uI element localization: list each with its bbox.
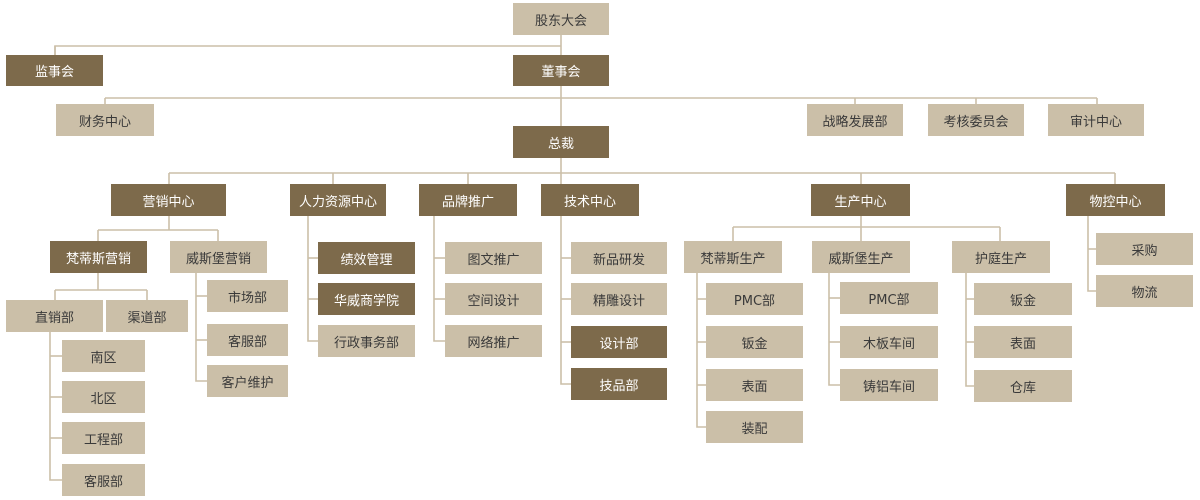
node-wood-workshop: 木板车间	[840, 326, 938, 358]
node-sheet-metal-huting: 钣金	[974, 283, 1072, 315]
node-space-design: 空间设计	[445, 283, 542, 315]
node-technique-dept: 技品部	[571, 368, 667, 400]
node-assessment: 考核委员会	[928, 104, 1024, 136]
node-customer-service-direct: 客服部	[62, 464, 145, 496]
node-south-region: 南区	[62, 340, 145, 372]
node-graphic-promo: 图文推广	[445, 242, 542, 274]
node-pmc-fandisi: PMC部	[706, 283, 803, 315]
node-ceo: 总裁	[513, 126, 609, 158]
node-weisibao-marketing: 威斯堡营销	[170, 241, 267, 273]
node-cast-aluminum-workshop: 铸铝车间	[840, 369, 938, 401]
node-new-product: 新品研发	[571, 242, 667, 274]
node-logistics-center: 物控中心	[1066, 184, 1165, 216]
node-board: 董事会	[513, 55, 609, 86]
node-customer-service-weisibao: 客服部	[207, 324, 288, 356]
node-online-promo: 网络推广	[445, 325, 542, 357]
node-tech-center: 技术中心	[541, 184, 639, 216]
node-channel: 渠道部	[106, 300, 188, 332]
node-huting-production: 护庭生产	[952, 241, 1050, 273]
node-warehouse: 仓库	[974, 370, 1072, 402]
node-shareholders: 股东大会	[513, 3, 609, 35]
node-fandisi-marketing: 梵蒂斯营销	[50, 241, 147, 273]
node-fandisi-production: 梵蒂斯生产	[684, 241, 782, 273]
node-performance: 绩效管理	[318, 242, 415, 274]
node-logistics-flow: 物流	[1096, 275, 1193, 307]
node-supervisors: 监事会	[6, 55, 103, 86]
node-engineering: 工程部	[62, 422, 145, 454]
node-marketing-center: 营销中心	[111, 184, 226, 216]
node-hr-center: 人力资源中心	[290, 184, 386, 216]
node-carving-design: 精雕设计	[571, 283, 667, 315]
node-admin-affairs: 行政事务部	[318, 325, 415, 357]
node-weisibao-production: 威斯堡生产	[812, 241, 910, 273]
node-sheet-metal-fandisi: 钣金	[706, 326, 803, 358]
node-north-region: 北区	[62, 381, 145, 413]
node-design-dept: 设计部	[571, 326, 667, 358]
node-customer-maintenance: 客户维护	[207, 365, 288, 397]
node-direct-sales: 直销部	[6, 300, 103, 332]
node-production-center: 生产中心	[811, 184, 910, 216]
node-purchase: 采购	[1096, 233, 1193, 265]
node-assembly: 装配	[706, 411, 803, 443]
node-audit: 审计中心	[1048, 104, 1144, 136]
node-brand-promotion: 品牌推广	[419, 184, 517, 216]
node-surface-fandisi: 表面	[706, 369, 803, 401]
node-pmc-weisibao: PMC部	[840, 282, 938, 314]
node-market-dept: 市场部	[207, 280, 288, 312]
node-surface-huting: 表面	[974, 326, 1072, 358]
node-finance: 财务中心	[56, 104, 154, 136]
node-academy: 华威商学院	[318, 283, 415, 315]
node-strategy: 战略发展部	[807, 104, 903, 136]
